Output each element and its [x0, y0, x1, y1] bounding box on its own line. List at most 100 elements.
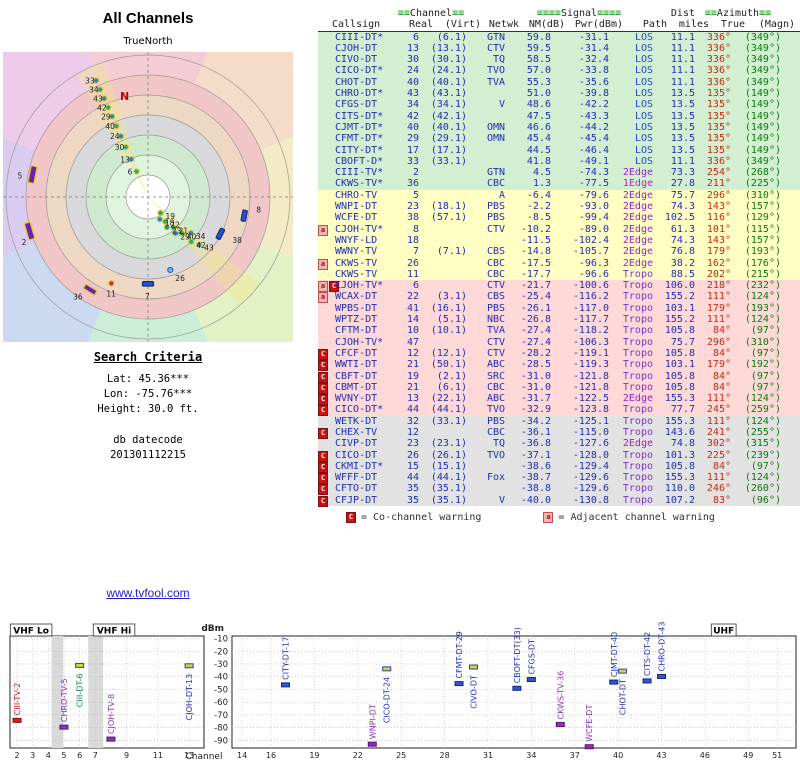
cell-nm-db: -25.4 [520, 291, 551, 303]
cell-azimuth-magnetic: (349°) [744, 65, 781, 77]
cell-power-dbm: -77.5 [578, 178, 609, 190]
cell-power-dbm: -117.7 [572, 314, 609, 326]
cell-azimuth-true: 241° [706, 426, 731, 438]
cell-network: TQ [492, 438, 505, 450]
co-channel-warning-icon: C [318, 450, 328, 462]
x-tick-label: 6 [77, 751, 82, 760]
cell-path: Tropo [622, 415, 653, 427]
cell-azimuth-magnetic: (124°) [744, 393, 781, 405]
cell-callsign: WNYF-LD [335, 234, 378, 246]
x-tick-label: 7 [93, 751, 98, 760]
header-netwk: Netwk [488, 19, 519, 31]
cell-azimuth-true: 83° [712, 494, 731, 506]
beam-highlight [77, 61, 148, 197]
cell-distance-miles: 110.0 [664, 483, 695, 495]
signal-bar-label: CFMT-DT-29 [455, 631, 464, 679]
channel-marker [163, 224, 171, 231]
x-tick-label: 22 [353, 751, 363, 760]
cell-path: LOS [634, 133, 653, 145]
cell-real-channel: 29 [406, 133, 419, 145]
cell-warning-flags [318, 32, 335, 43]
cell-real-channel: 12 [406, 347, 419, 359]
cell-virtual-channel [419, 337, 467, 348]
channel-marker [83, 283, 98, 296]
search-criteria: Search Criteria Lat: 45.36*** Lon: -75.7… [3, 350, 293, 463]
channel-marker-label: 7 [145, 292, 150, 301]
cell-azimuth-true: 296° [706, 336, 731, 348]
beam-highlight [148, 197, 260, 306]
cell-real-channel: 35 [406, 494, 419, 506]
co-channel-warning-icon: C [318, 484, 328, 496]
channel-marker-label: 43 [93, 95, 103, 104]
cell-distance-miles: 74.8 [670, 438, 695, 450]
channel-marker [117, 133, 125, 140]
x-tick-label: 13 [184, 751, 194, 760]
cell-real-channel: 47 [406, 336, 419, 348]
cell-callsign: CIVP-DT [335, 438, 378, 450]
co-channel-warning-icon: C [318, 371, 328, 383]
band-label: VHF Lo [13, 627, 49, 637]
cell-distance-miles: 102.5 [664, 212, 695, 224]
channel-marker [133, 168, 140, 175]
cell-nm-db: -36.1 [520, 426, 551, 438]
y-tick-label: -90 [214, 736, 228, 746]
cell-nm-db: -27.4 [520, 336, 551, 348]
cell-power-dbm: -105.7 [572, 246, 609, 258]
cell-path: LOS [634, 121, 653, 133]
cell-nm-db: 57.0 [526, 65, 551, 77]
cell-nm-db: -2.2 [526, 201, 551, 213]
cell-nm-db: -28.5 [520, 359, 551, 371]
cell-distance-miles: 11.1 [670, 42, 695, 54]
cell-callsign: CFTM-DT [335, 325, 378, 337]
cell-real-channel: 26 [406, 449, 419, 461]
cell-real-channel: 7 [412, 246, 419, 258]
cell-power-dbm: -128.0 [572, 449, 609, 461]
cell-distance-miles: 11.1 [670, 76, 695, 88]
cell-azimuth-magnetic: (215°) [744, 268, 781, 280]
cell-nm-db: 1.3 [532, 178, 551, 190]
tvfool-link[interactable]: www.tvfool.com [106, 586, 190, 600]
cell-virtual-channel [419, 190, 467, 201]
cell-callsign: WPTZ-DT [335, 314, 378, 326]
cell-virtual-channel: (44.1) [430, 472, 467, 484]
cell-path: 1Edge [622, 178, 653, 190]
x-tick-label: 31 [483, 751, 493, 760]
cell-azimuth-true: 111° [706, 291, 731, 303]
cell-real-channel: 38 [406, 212, 419, 224]
channel-marker-label: 42 [97, 103, 107, 112]
cell-network: CBC [486, 257, 505, 269]
cell-power-dbm: -115.0 [572, 426, 609, 438]
cell-warning-flags: C [318, 450, 335, 462]
cell-callsign: WCFE-DT [335, 212, 378, 224]
cell-virtual-channel: (33.1) [430, 155, 467, 167]
cell-path: 2Edge [622, 201, 653, 213]
cell-real-channel: 24 [406, 65, 419, 77]
cell-azimuth-true: 245° [706, 404, 731, 416]
cell-callsign: CBFT-DT [335, 370, 378, 382]
cell-nm-db: -40.0 [520, 494, 551, 506]
co-channel-warning-icon: C [329, 281, 339, 293]
cell-callsign: CKWS-TV* [335, 178, 384, 190]
cell-path: 2Edge [622, 234, 653, 246]
cell-azimuth-true: 135° [706, 144, 731, 156]
cell-nm-db: 45.4 [526, 133, 551, 145]
cell-callsign: CJOH-TV* [335, 223, 384, 235]
cell-azimuth-true: 336° [706, 65, 731, 77]
cell-azimuth-magnetic: (349°) [744, 155, 781, 167]
cell-distance-miles: 105.8 [664, 347, 695, 359]
cell-power-dbm: -33.8 [578, 65, 609, 77]
cell-azimuth-magnetic: (268°) [744, 167, 781, 179]
cell-real-channel: 2 [412, 167, 419, 179]
cell-warning-flags: a [318, 291, 335, 304]
header-virt: (Virt) [444, 19, 481, 31]
cell-virtual-channel: (3.1) [436, 291, 467, 303]
cell-warning-flags [318, 54, 335, 65]
channel-marker [23, 221, 36, 241]
cell-azimuth-magnetic: (97°) [750, 325, 781, 337]
cell-power-dbm: -129.4 [572, 460, 609, 472]
